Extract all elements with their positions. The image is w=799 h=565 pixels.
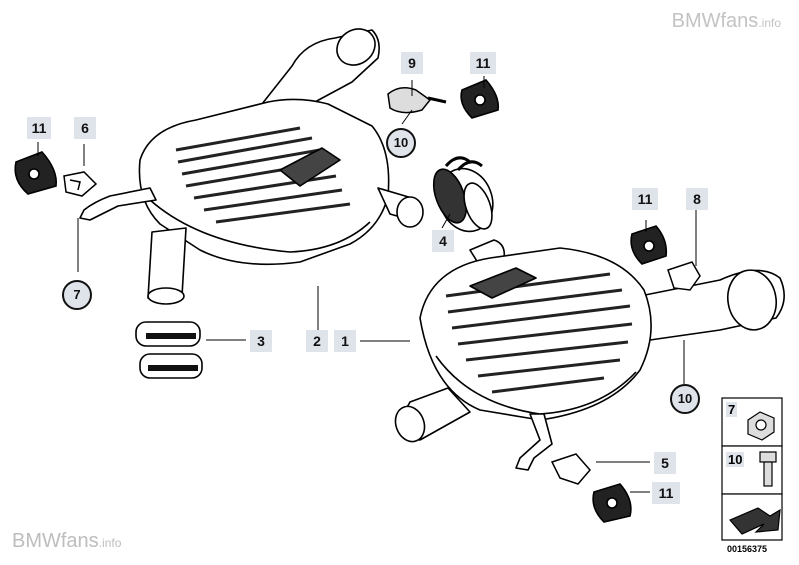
- tailpipe-clamp: [135, 321, 203, 379]
- callout-11-top: 11: [470, 52, 496, 74]
- rear-muffler-left: [79, 28, 424, 305]
- legend-nut-label: 7: [726, 402, 738, 417]
- legend-bolt-label: 10: [726, 452, 745, 467]
- watermark-top-brand: BMWfans: [671, 10, 759, 32]
- callout-6: 6: [74, 117, 96, 139]
- callout-5: 5: [654, 452, 676, 474]
- rear-muffler-right: [394, 239, 785, 471]
- callout-10-top: 10: [386, 128, 416, 158]
- document-number: 00156375: [727, 544, 768, 554]
- callout-3: 3: [250, 330, 272, 352]
- bracket-5: [550, 453, 591, 485]
- rubber-mount-bottom: [592, 483, 632, 523]
- bracket-8: [667, 261, 701, 291]
- bracket-6: [63, 171, 98, 197]
- parts-legend: [721, 397, 783, 541]
- callout-2: 2: [306, 330, 328, 352]
- watermark-bottom: BMWfans.info: [12, 530, 121, 553]
- pipe-connector-sleeve: [432, 156, 494, 233]
- rubber-mount-right: [630, 225, 668, 265]
- leader-lines: [37, 76, 697, 493]
- watermark-top-suffix: .info: [758, 16, 781, 30]
- watermark-bottom-suffix: .info: [98, 536, 122, 550]
- rubber-mount-left: [14, 151, 58, 195]
- rubber-mount-top: [460, 79, 500, 119]
- callout-4: 4: [432, 230, 454, 252]
- callout-9: 9: [401, 52, 423, 74]
- callout-10-right: 10: [670, 384, 700, 414]
- callout-1: 1: [334, 330, 356, 352]
- bracket-9: [387, 87, 447, 114]
- callout-11-right: 11: [632, 188, 658, 210]
- callout-11-bottom: 11: [652, 482, 680, 504]
- watermark-top: BMWfans.info: [672, 10, 781, 33]
- callout-8: 8: [686, 188, 708, 210]
- watermark-bottom-brand: BMWfans: [12, 530, 99, 552]
- callout-11-left: 11: [27, 117, 51, 139]
- callout-7: 7: [62, 280, 92, 310]
